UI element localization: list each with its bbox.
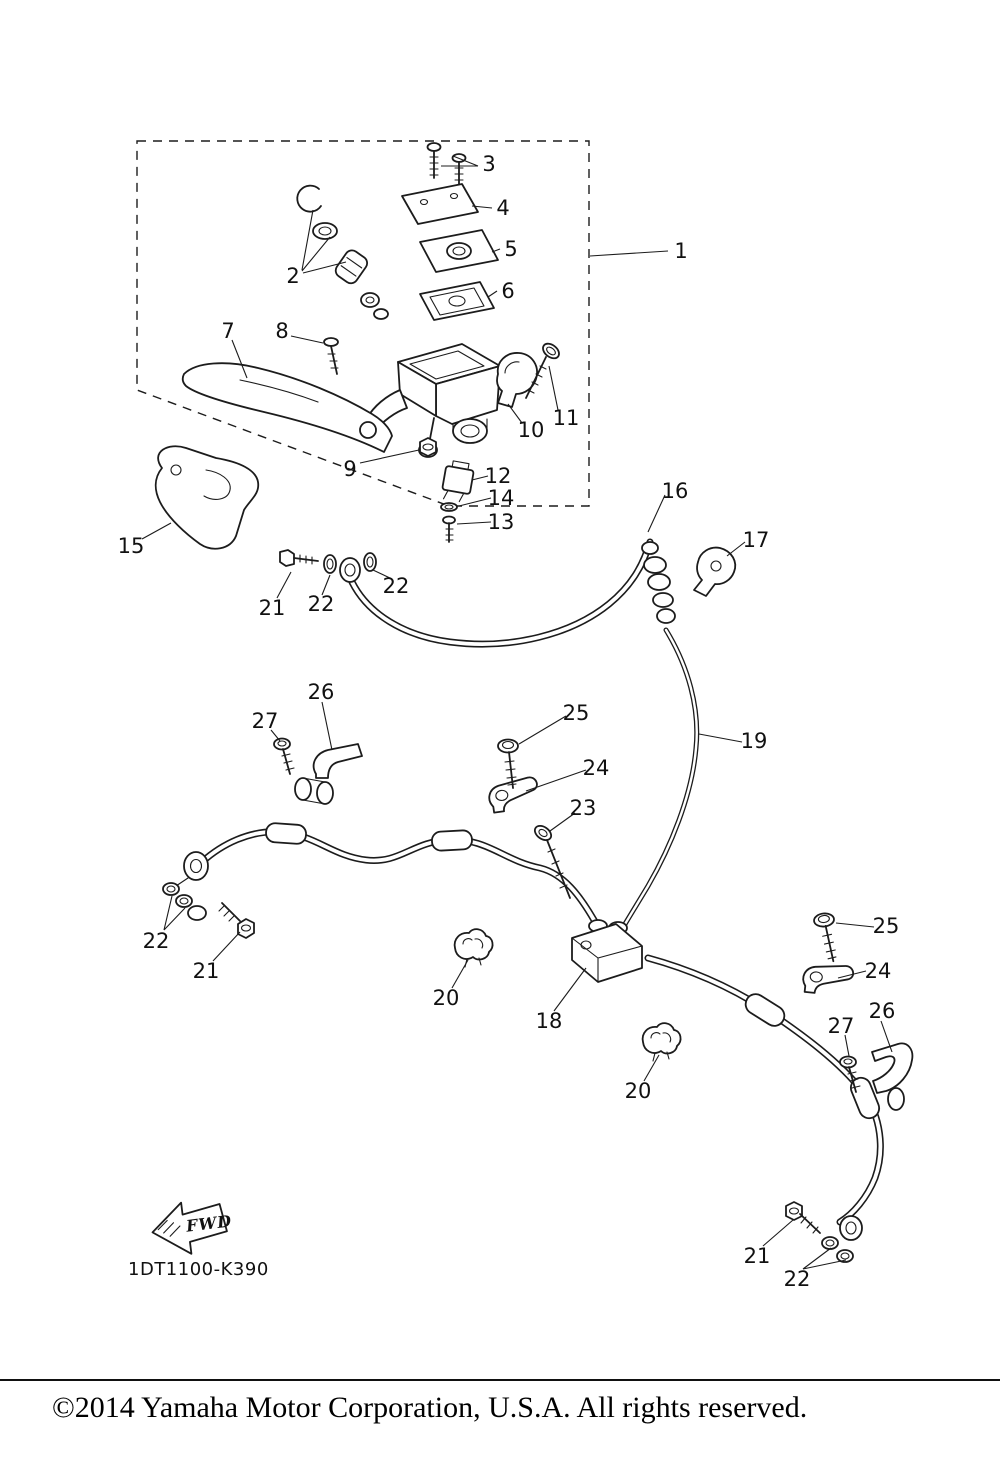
callout-9: 9	[343, 457, 357, 481]
callout-7: 7	[221, 319, 235, 343]
callout-4: 4	[496, 196, 510, 220]
callout-24: 24	[582, 756, 610, 780]
callout-26: 26	[868, 999, 896, 1023]
callout-15: 15	[117, 534, 145, 558]
callout-5: 5	[504, 237, 518, 261]
callout-20: 20	[624, 1079, 652, 1103]
callout-13: 13	[487, 510, 515, 534]
callout-6: 6	[501, 279, 515, 303]
callout-22: 22	[382, 574, 410, 598]
callout-21: 21	[192, 959, 220, 983]
callout-3: 3	[482, 152, 496, 176]
callout-8: 8	[275, 319, 289, 343]
callout-16: 16	[661, 479, 689, 503]
diagram-part-code: 1DT1100-K390	[128, 1259, 269, 1280]
callout-27: 27	[827, 1014, 855, 1038]
callout-22: 22	[142, 929, 170, 953]
callout-22: 22	[783, 1267, 811, 1291]
callout-25: 25	[562, 701, 590, 725]
callout-25: 25	[872, 914, 900, 938]
front-master-cylinder-diagram	[136, 140, 914, 1270]
callout-26: 26	[307, 680, 335, 704]
callout-1: 1	[674, 239, 688, 263]
callout-23: 23	[569, 796, 597, 820]
callout-2: 2	[286, 264, 300, 288]
callout-21: 21	[743, 1244, 771, 1268]
callout-18: 18	[535, 1009, 563, 1033]
callout-20: 20	[432, 986, 460, 1010]
callout-10: 10	[517, 418, 545, 442]
copyright-text: ©2014 Yamaha Motor Corporation, U.S.A. A…	[52, 1391, 808, 1424]
callout-17: 17	[742, 528, 770, 552]
callout-19: 19	[740, 729, 768, 753]
callout-21: 21	[258, 596, 286, 620]
fwd-arrow	[151, 1201, 228, 1255]
callout-24: 24	[864, 959, 892, 983]
callout-12: 12	[484, 464, 512, 488]
callout-27: 27	[251, 709, 279, 733]
callout-22: 22	[307, 592, 335, 616]
callout-11: 11	[552, 406, 580, 430]
copyright-footer: ©2014 Yamaha Motor Corporation, U.S.A. A…	[0, 1379, 1000, 1458]
callout-14: 14	[487, 486, 515, 510]
